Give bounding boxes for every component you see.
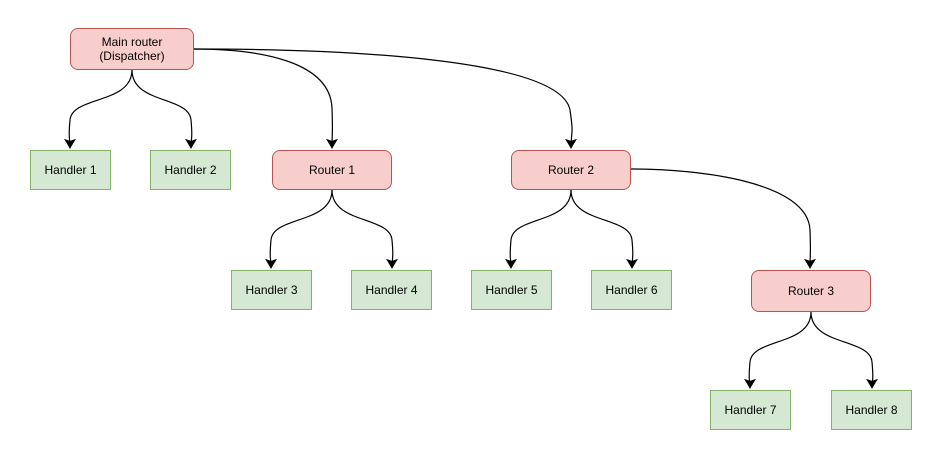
edge-r2-to-h5 bbox=[504, 189, 572, 269]
edge-r1-to-h3 bbox=[264, 189, 333, 269]
node-h1[interactable]: Handler 1 bbox=[30, 150, 111, 190]
edge-r3-to-h8 bbox=[810, 311, 879, 389]
node-label: Handler 4 bbox=[365, 283, 418, 297]
node-label: Handler 6 bbox=[605, 283, 658, 297]
node-main[interactable]: Main router (Dispatcher) bbox=[70, 28, 194, 70]
node-label: Main router (Dispatcher) bbox=[99, 35, 165, 63]
edge-r3-to-h7 bbox=[743, 311, 812, 389]
edge-main-to-r2 bbox=[193, 48, 578, 149]
node-h8[interactable]: Handler 8 bbox=[831, 390, 912, 430]
edge-main-to-h2 bbox=[131, 69, 198, 149]
node-h6[interactable]: Handler 6 bbox=[591, 270, 672, 310]
node-r2[interactable]: Router 2 bbox=[511, 150, 631, 190]
edge-main-to-r1 bbox=[193, 48, 339, 149]
node-label: Router 3 bbox=[787, 284, 835, 298]
node-h2[interactable]: Handler 2 bbox=[150, 150, 231, 190]
node-label: Router 1 bbox=[308, 163, 356, 177]
edge-group bbox=[63, 48, 879, 389]
node-label: Handler 7 bbox=[724, 403, 777, 417]
edge-r2-to-r3 bbox=[630, 168, 817, 269]
node-r1[interactable]: Router 1 bbox=[272, 150, 392, 190]
node-label: Handler 1 bbox=[44, 163, 97, 177]
node-r3[interactable]: Router 3 bbox=[751, 270, 871, 312]
edge-main-to-h1 bbox=[63, 69, 133, 149]
node-label: Handler 8 bbox=[845, 403, 898, 417]
node-label: Router 2 bbox=[547, 163, 595, 177]
edge-r1-to-h4 bbox=[331, 189, 399, 269]
node-h7[interactable]: Handler 7 bbox=[710, 390, 791, 430]
node-label: Handler 2 bbox=[164, 163, 217, 177]
node-label: Handler 3 bbox=[245, 283, 298, 297]
edge-r2-to-h6 bbox=[570, 189, 639, 269]
node-h3[interactable]: Handler 3 bbox=[231, 270, 312, 310]
node-h5[interactable]: Handler 5 bbox=[471, 270, 552, 310]
node-label: Handler 5 bbox=[485, 283, 538, 297]
node-h4[interactable]: Handler 4 bbox=[351, 270, 432, 310]
